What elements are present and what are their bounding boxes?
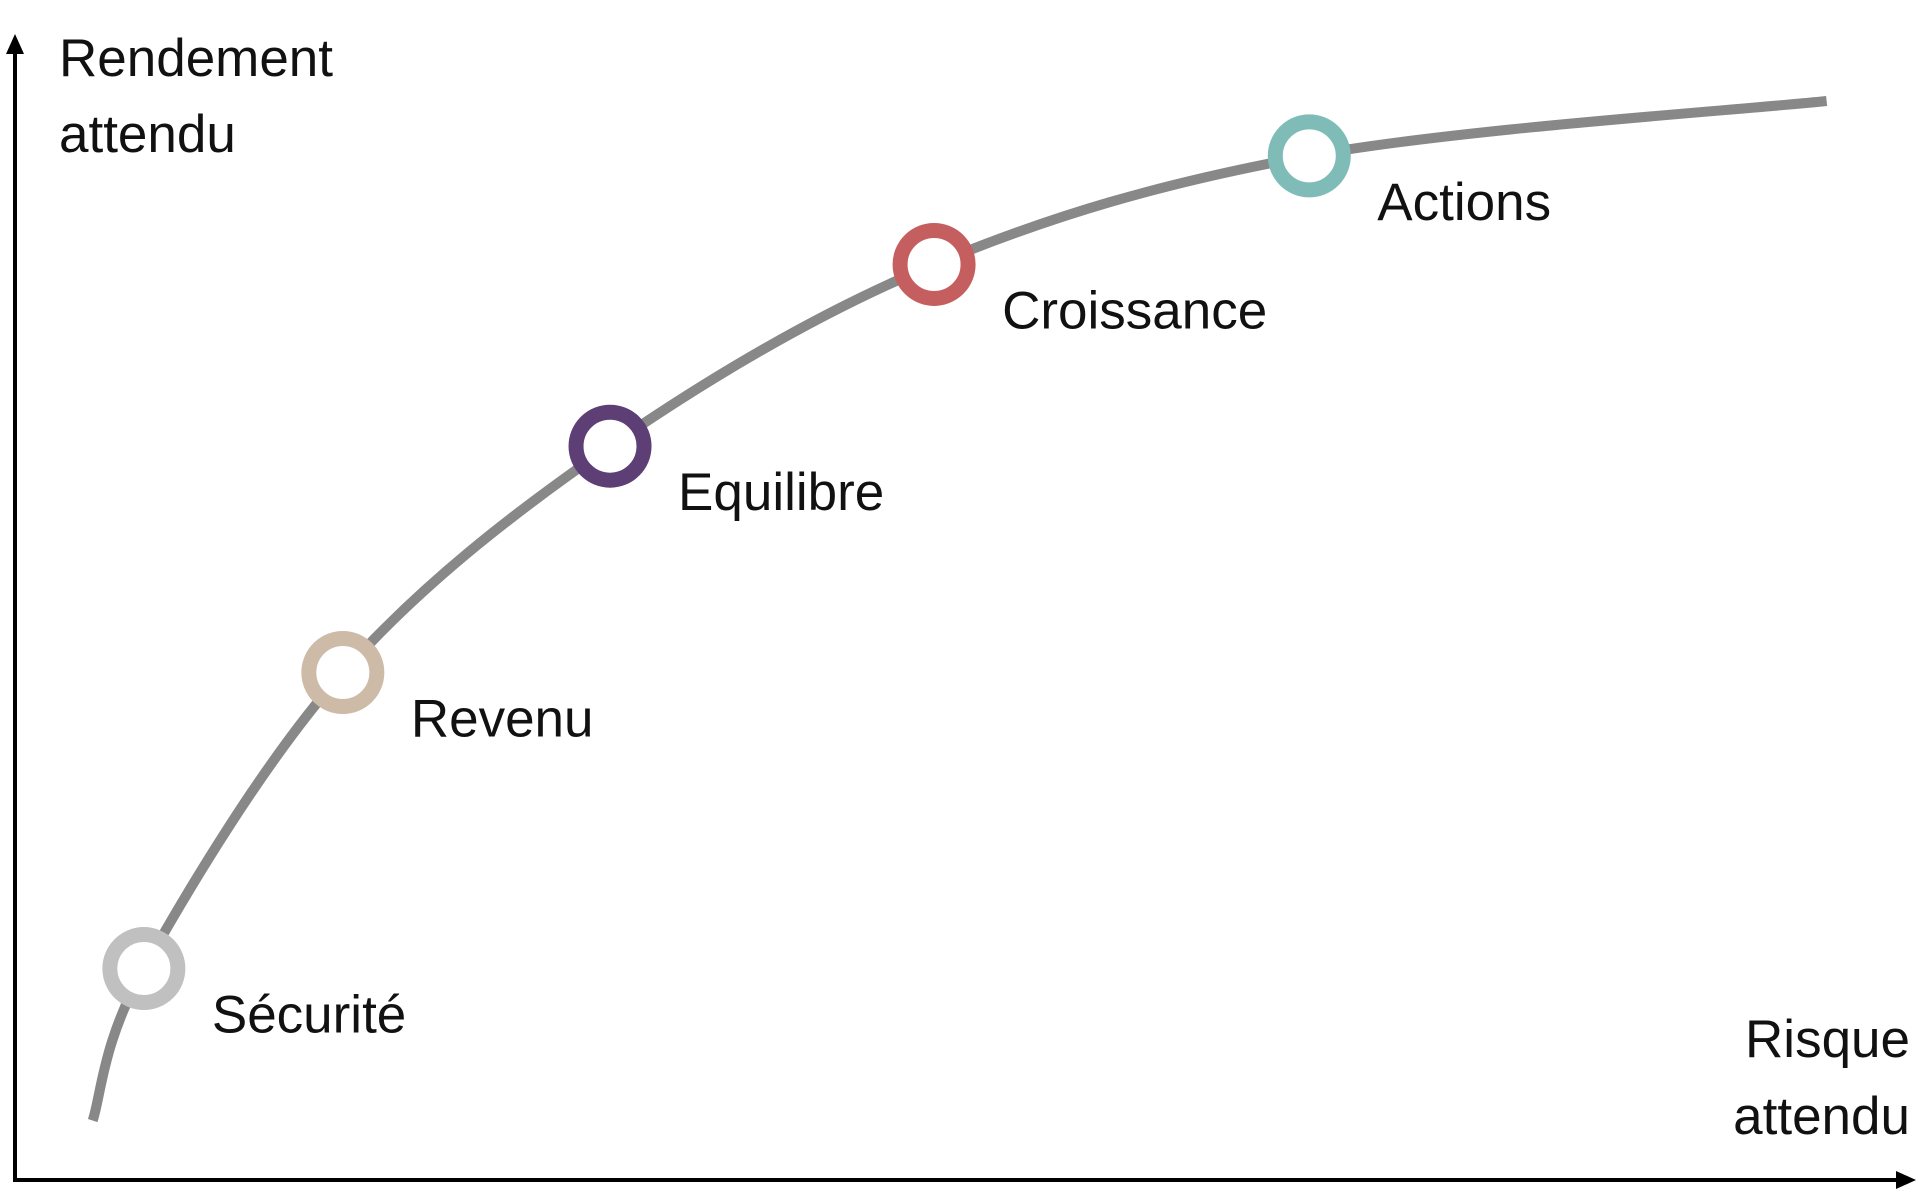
x-axis-arrow-icon [1896, 1171, 1916, 1189]
portfolio-points: Sécurité Revenu Equilibre Croissance Actions [102, 114, 1551, 1045]
y-axis [6, 34, 24, 1180]
x-axis-label-line2: attendu [1733, 1087, 1910, 1146]
point-equilibre: Equilibre [568, 404, 884, 522]
point-revenu: Revenu [301, 631, 594, 749]
point-marker [892, 222, 976, 306]
point-actions: Actions [1267, 114, 1551, 232]
x-axis-label-line1: Risque [1745, 1010, 1910, 1069]
point-label: Croissance [1002, 281, 1267, 340]
point-marker [1267, 114, 1351, 198]
point-label: Actions [1377, 173, 1551, 232]
y-axis-arrow-icon [6, 34, 24, 54]
point-croissance: Croissance [892, 222, 1267, 340]
point-label: Revenu [411, 690, 594, 749]
efficient-frontier-curve [87, 96, 1828, 1123]
point-marker [568, 404, 652, 488]
y-axis-label-line1: Rendement [59, 29, 333, 88]
point-marker [102, 927, 186, 1011]
y-axis-label-line2: attendu [59, 105, 236, 164]
point-marker [301, 631, 385, 715]
x-axis [13, 1171, 1916, 1189]
point-scurit: Sécurité [102, 927, 406, 1045]
point-label: Sécurité [212, 986, 406, 1045]
point-label: Equilibre [678, 463, 884, 522]
